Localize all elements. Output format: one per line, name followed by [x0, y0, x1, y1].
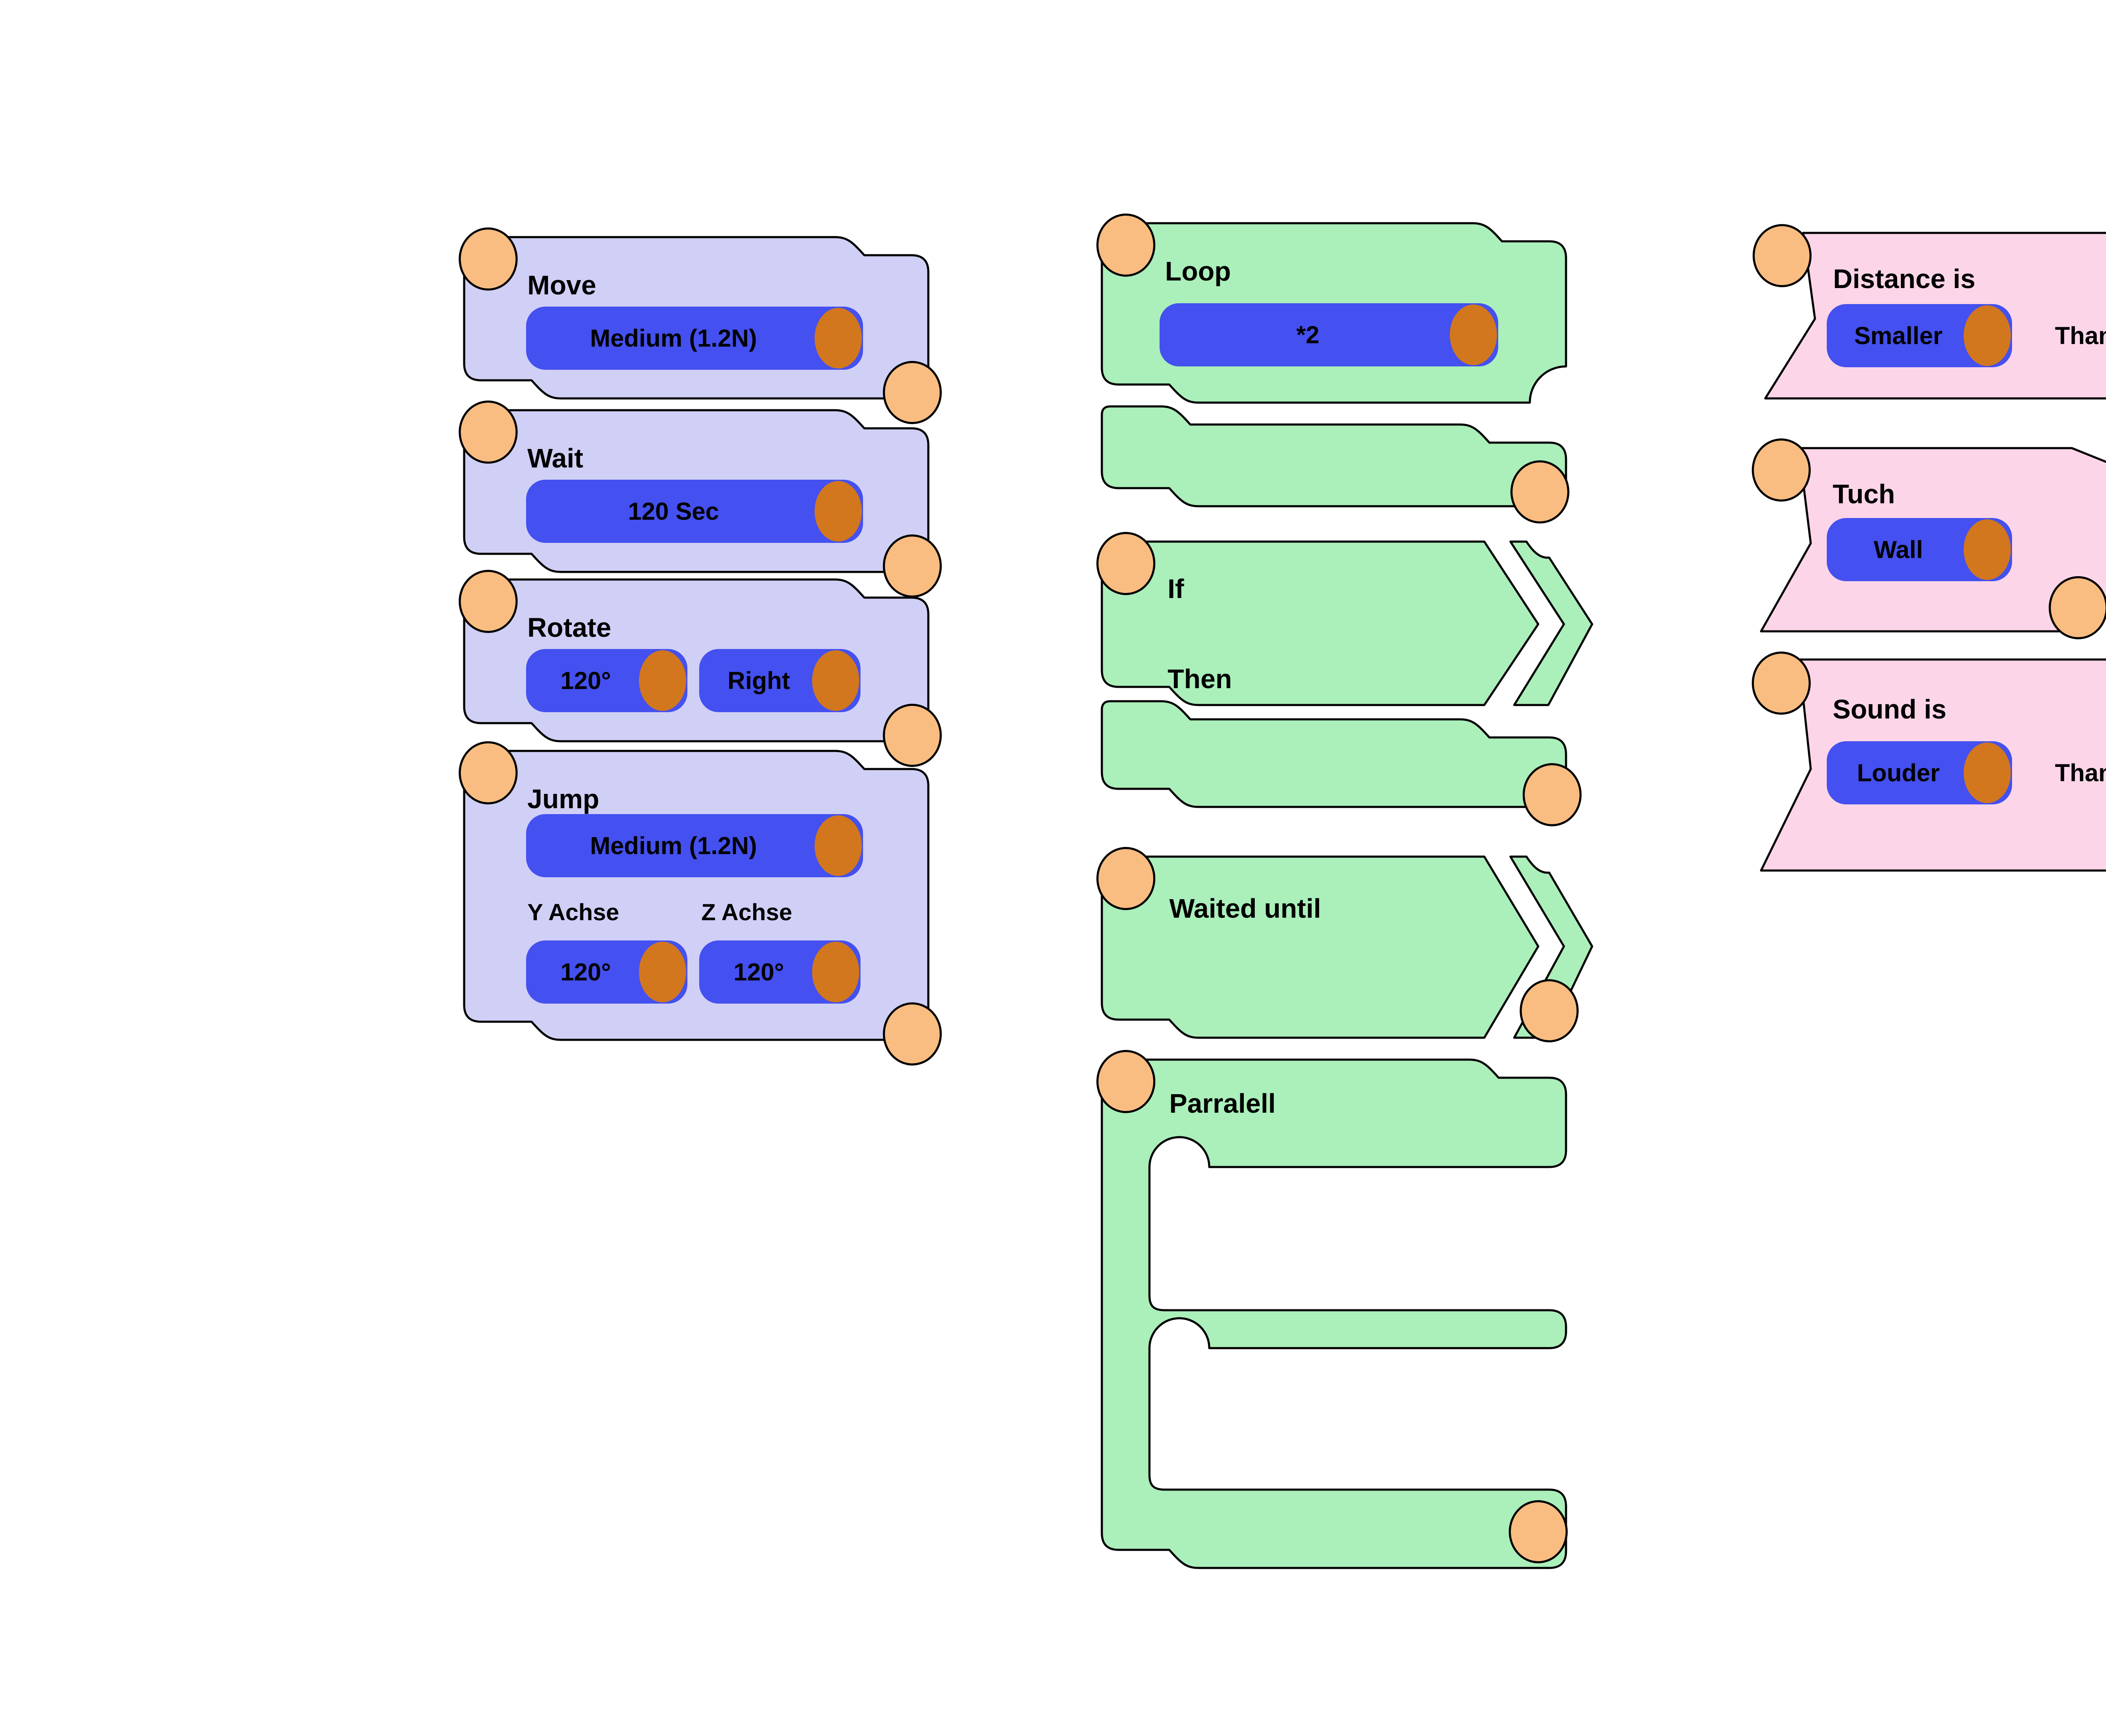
jump-block[interactable]: Jump Medium (1.2N) Y Achse Z Achse 120° … [459, 741, 942, 1066]
jump-z-angle-value: 120° [733, 958, 784, 986]
distance-title: Distance is [1833, 264, 1975, 294]
wait-block[interactable]: Wait 120 Sec [459, 401, 942, 598]
loop-bottom-connector[interactable] [1510, 460, 1569, 523]
rotate-top-connector[interactable] [459, 570, 518, 633]
if-top-connector[interactable] [1096, 532, 1155, 595]
rotate-direction-value: Right [727, 667, 790, 694]
jump-z-axis-label: Z Achse [701, 899, 792, 925]
sound-top-connector[interactable] [1752, 652, 1811, 715]
jump-power-value: Medium (1.2N) [590, 832, 757, 860]
touch-bottom-connector[interactable] [2049, 576, 2106, 639]
move-power-pill[interactable]: Medium (1.2N) [526, 307, 863, 370]
wait-top-connector[interactable] [459, 401, 518, 464]
jump-z-angle-pill[interactable]: 120° [699, 940, 861, 1004]
parallel-top-connector[interactable] [1096, 1050, 1155, 1113]
pill-cap-icon [815, 815, 862, 876]
pill-cap-icon [1450, 304, 1497, 365]
loop-block-footer[interactable] [1101, 405, 1569, 523]
wait-duration-value: 120 Sec [628, 497, 719, 525]
pill-cap-icon [815, 308, 862, 369]
waited-until-top-connector[interactable] [1096, 847, 1155, 910]
distance-than-label: Than [2055, 322, 2106, 350]
loop-count-pill[interactable]: *2 [1160, 303, 1498, 366]
loop-footer-shape [1101, 405, 1567, 507]
move-block[interactable]: Move Medium (1.2N) [459, 227, 942, 424]
move-power-value: Medium (1.2N) [590, 324, 757, 352]
if-chevron-shape [1509, 540, 1593, 706]
wait-title: Wait [527, 443, 583, 473]
rotate-angle-pill[interactable]: 120° [526, 649, 687, 712]
jump-bottom-connector[interactable] [883, 1002, 942, 1066]
rotate-bottom-connector[interactable] [883, 704, 942, 767]
pill-cap-icon [1964, 519, 2011, 580]
jump-y-angle-value: 120° [560, 958, 611, 986]
rotate-block[interactable]: Rotate 120° Right [459, 570, 942, 767]
waited-until-title: Waited until [1169, 893, 1321, 924]
waited-until-block[interactable]: Waited until [1096, 847, 1607, 1042]
move-top-connector[interactable] [459, 227, 518, 291]
pill-cap-icon [815, 481, 862, 542]
distance-top-connector[interactable] [1753, 224, 1812, 287]
touch-top-connector[interactable] [1752, 438, 1811, 502]
rotate-title: Rotate [527, 612, 612, 643]
touch-target-value: Wall [1873, 536, 1923, 564]
jump-power-pill[interactable]: Medium (1.2N) [526, 814, 863, 877]
touch-title: Tuch [1833, 479, 1895, 509]
if-block-footer[interactable] [1101, 700, 1582, 826]
distance-comparator-value: Smaller [1854, 322, 1943, 350]
touch-target-pill[interactable]: Wall [1827, 518, 2012, 581]
then-label: Then [1168, 664, 1232, 694]
pill-cap-icon [639, 942, 686, 1002]
wait-bottom-connector[interactable] [883, 534, 942, 598]
jump-y-axis-label: Y Achse [527, 899, 619, 925]
parallel-title: Parralell [1169, 1088, 1276, 1119]
if-block[interactable]: If Then [1096, 532, 1607, 706]
pill-cap-icon [1964, 742, 2011, 803]
sound-comparator-value: Louder [1857, 759, 1940, 787]
sound-title: Sound is [1833, 694, 1947, 724]
if-bottom-connector[interactable] [1523, 763, 1582, 826]
pill-cap-icon [812, 942, 859, 1002]
sound-comparator-pill[interactable]: Louder [1827, 741, 2012, 804]
loop-block-header[interactable]: Loop *2 [1096, 214, 1567, 404]
if-footer-shape [1101, 700, 1567, 808]
touch-block[interactable]: Tuch Wall [1752, 438, 2106, 639]
parallel-block-shape [1101, 1058, 1567, 1569]
rotate-angle-value: 120° [560, 667, 611, 694]
pill-cap-icon [812, 650, 859, 711]
sound-block[interactable]: Sound is Louder Than 82 dB [1752, 652, 2106, 874]
jump-y-angle-pill[interactable]: 120° [526, 940, 687, 1004]
move-title: Move [527, 270, 596, 300]
jump-top-connector[interactable] [459, 741, 518, 804]
pill-cap-icon [1964, 305, 2011, 366]
sound-than-label: Than [2055, 759, 2106, 787]
parallel-block[interactable]: Parralell [1096, 1050, 1568, 1569]
loop-top-connector[interactable] [1096, 214, 1155, 277]
move-bottom-connector[interactable] [883, 361, 942, 424]
rotate-direction-pill[interactable]: Right [699, 649, 861, 712]
parallel-bottom-connector[interactable] [1509, 1500, 1568, 1563]
jump-title: Jump [527, 784, 599, 814]
if-label: If [1168, 574, 1184, 604]
waited-until-bottom-connector[interactable] [1520, 979, 1579, 1042]
distance-comparator-pill[interactable]: Smaller [1827, 304, 2012, 367]
distance-block[interactable]: Distance is Smaller Than 10 cm To Wall [1753, 224, 2106, 401]
loop-count-value: *2 [1296, 321, 1320, 349]
loop-title: Loop [1165, 256, 1231, 286]
pill-cap-icon [639, 650, 686, 711]
wait-duration-pill[interactable]: 120 Sec [526, 480, 863, 543]
